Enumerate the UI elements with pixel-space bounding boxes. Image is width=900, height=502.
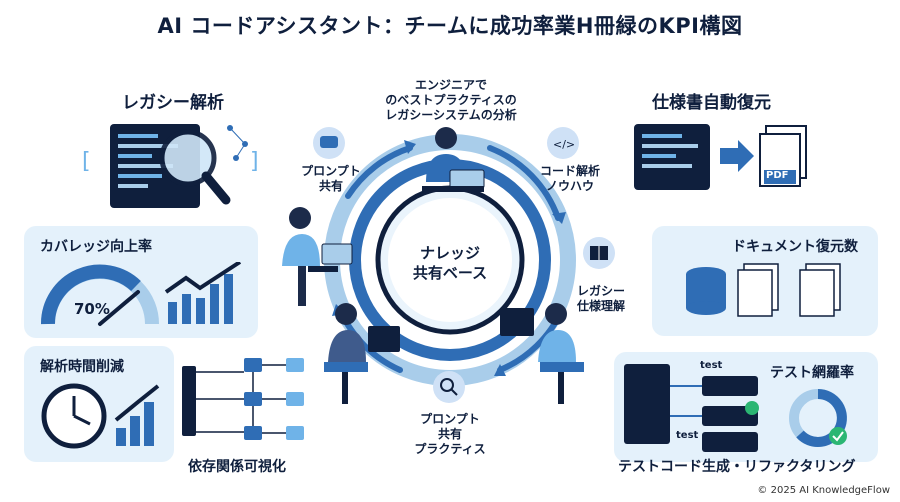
legacy-understanding-line-1: レガシー xyxy=(576,284,625,298)
prompt-practice-label: プロンプト 共有 プラクティス xyxy=(410,412,490,457)
chat-bubble-icon xyxy=(313,127,345,159)
docs-restored-illustration xyxy=(686,263,841,317)
prompt-search-icon xyxy=(433,371,465,403)
test-code-illustration xyxy=(624,364,759,452)
coverage-gauge-chart xyxy=(40,262,242,326)
dependency-caption: 依存関係可視化 xyxy=(188,459,286,475)
code-knowhow-line-2: ノウハウ xyxy=(545,179,594,193)
section-spec-restore: 仕様書自動復元 xyxy=(652,93,771,113)
prompt-practice-line-2: 共有 xyxy=(437,427,462,441)
prompt-practice-line-3: プラクティス xyxy=(414,442,486,456)
engineer-bottom-right-figure xyxy=(500,303,584,404)
center-line-2: 共有ベース xyxy=(412,264,488,282)
spec-restore-illustration xyxy=(634,124,807,190)
engineer-left-figure xyxy=(282,207,353,306)
svg-text:]: ] xyxy=(250,149,259,174)
engineer-bottom-left-figure xyxy=(324,303,400,404)
analysis-time-illustration xyxy=(41,383,160,449)
cycle-top-line-3: レガシーシステムの分析 xyxy=(385,108,517,122)
prompt-share-line-2: 共有 xyxy=(318,179,343,193)
center-line-1: ナレッジ xyxy=(419,244,480,262)
coverage-title: カバレッジ向上率 xyxy=(40,239,152,255)
test-tag-2: test xyxy=(676,430,699,441)
prompt-share-label: プロンプト 共有 xyxy=(296,164,366,194)
pdf-label: PDF xyxy=(766,170,789,181)
legacy-analysis-illustration: [] xyxy=(82,124,259,208)
coverage-value: 70% xyxy=(74,300,110,318)
legacy-understanding-line-2: 仕様理解 xyxy=(576,299,625,313)
code-brackets-icon: </> xyxy=(547,127,579,159)
svg-text:</>: </> xyxy=(553,138,575,151)
page-title: AI コードアシスタント：チームに成功率業H冊緑のKPI構図 xyxy=(157,14,743,38)
cycle-top-line-2: のベストプラクティスの xyxy=(385,93,517,107)
analysis-time-title: 解析時間削減 xyxy=(40,359,124,375)
footer-copyright: © 2025 AI KnowledgeFlow xyxy=(757,485,890,496)
code-knowhow-label: コード解析 ノウハウ xyxy=(530,164,610,194)
legacy-understanding-label: レガシー 仕様理解 xyxy=(566,284,636,314)
book-icon xyxy=(583,237,615,269)
cycle-top-label: エンジニアで のベストプラクティスの レガシーシステムの分析 xyxy=(376,78,526,123)
prompt-share-line-1: プロンプト xyxy=(301,164,361,178)
test-tag-1: test xyxy=(700,360,723,371)
knowledge-base-center: ナレッジ 共有ベース xyxy=(400,243,500,283)
cycle-top-line-1: エンジニアで xyxy=(414,78,487,92)
engineer-top-figure xyxy=(422,127,485,192)
test-coverage-title: テスト網羅率 xyxy=(770,365,854,381)
svg-text:[: [ xyxy=(82,149,91,174)
test-coverage-ring xyxy=(789,389,847,447)
dependency-graph-illustration xyxy=(182,358,304,440)
code-knowhow-line-1: コード解析 xyxy=(539,164,600,178)
docs-restored-title: ドキュメント復元数 xyxy=(732,239,858,255)
test-refactor-caption: テストコード生成・リファクタリング xyxy=(618,459,856,475)
section-legacy-analysis: レガシー解析 xyxy=(122,93,224,113)
prompt-practice-line-1: プロンプト xyxy=(420,412,480,426)
